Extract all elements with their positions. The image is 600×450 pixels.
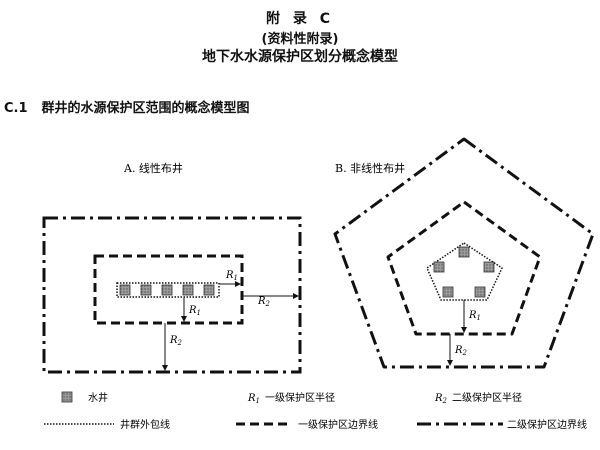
well-icon	[182, 284, 194, 296]
legend-r1-symbol: R1	[247, 393, 260, 405]
diagram-a-r1-horizontal-label: R1	[225, 270, 238, 282]
legend-first-boundary-label: 一级保护区边界线	[298, 418, 378, 431]
legend: 水井 R1 一级保护区半径 R2 二级保护区半径 井群外包线 一级保护区边界线 …	[44, 391, 587, 431]
well-icon	[161, 284, 173, 296]
diagram-b-envelope	[426, 242, 503, 301]
well-icon	[458, 246, 470, 258]
legend-r2-symbol: R2	[434, 393, 448, 405]
well-icon	[474, 286, 486, 298]
diagram-a-r1-vertical-label: R1	[188, 305, 201, 317]
diagram-a-title: A. 线性布井	[123, 161, 183, 175]
diagram-a-wells	[119, 284, 215, 296]
well-icon	[140, 284, 152, 296]
legend-envelope-label: 井群外包线	[120, 418, 170, 431]
appendix-label: 附 录 C	[265, 11, 335, 27]
diagram-a-envelope	[116, 282, 220, 298]
diagram-a-first-boundary	[93, 254, 244, 325]
legend-well-label: 水井	[88, 391, 108, 404]
appendix-title: 地下水水源保护区划分概念模型	[202, 49, 398, 65]
diagram-b-r2-label: R2	[454, 345, 468, 357]
legend-r2-label: 二级保护区半径	[452, 391, 522, 404]
diagram-a-r2-vertical-label: R2	[169, 335, 183, 347]
diagram-b-first-boundary	[386, 200, 542, 336]
well-icon	[483, 261, 495, 273]
well-icon	[442, 286, 454, 298]
diagram-b-title: B. 非线性布井	[335, 161, 405, 175]
section-heading: C.1 群井的水源保护区范围的概念模型图	[4, 97, 250, 116]
well-icon	[203, 284, 215, 296]
appendix-type: (资料性附录)	[261, 32, 339, 47]
diagram-a-r2-horizontal-label: R2	[257, 296, 271, 308]
diagram-b-second-boundary	[333, 137, 595, 369]
legend-r1-label: 一级保护区半径	[265, 391, 335, 404]
legend-well-icon	[61, 391, 73, 403]
legend-second-boundary-label: 二级保护区边界线	[507, 418, 587, 431]
diagram-a-second-boundary	[42, 216, 302, 374]
diagram-b-r1-label: R1	[468, 310, 481, 322]
well-icon	[433, 261, 445, 273]
section-title: 群井的水源保护区范围的概念模型图	[41, 101, 250, 116]
section-number: C.1	[4, 101, 28, 116]
well-icon	[119, 284, 131, 296]
diagram-b-wells	[433, 246, 495, 298]
